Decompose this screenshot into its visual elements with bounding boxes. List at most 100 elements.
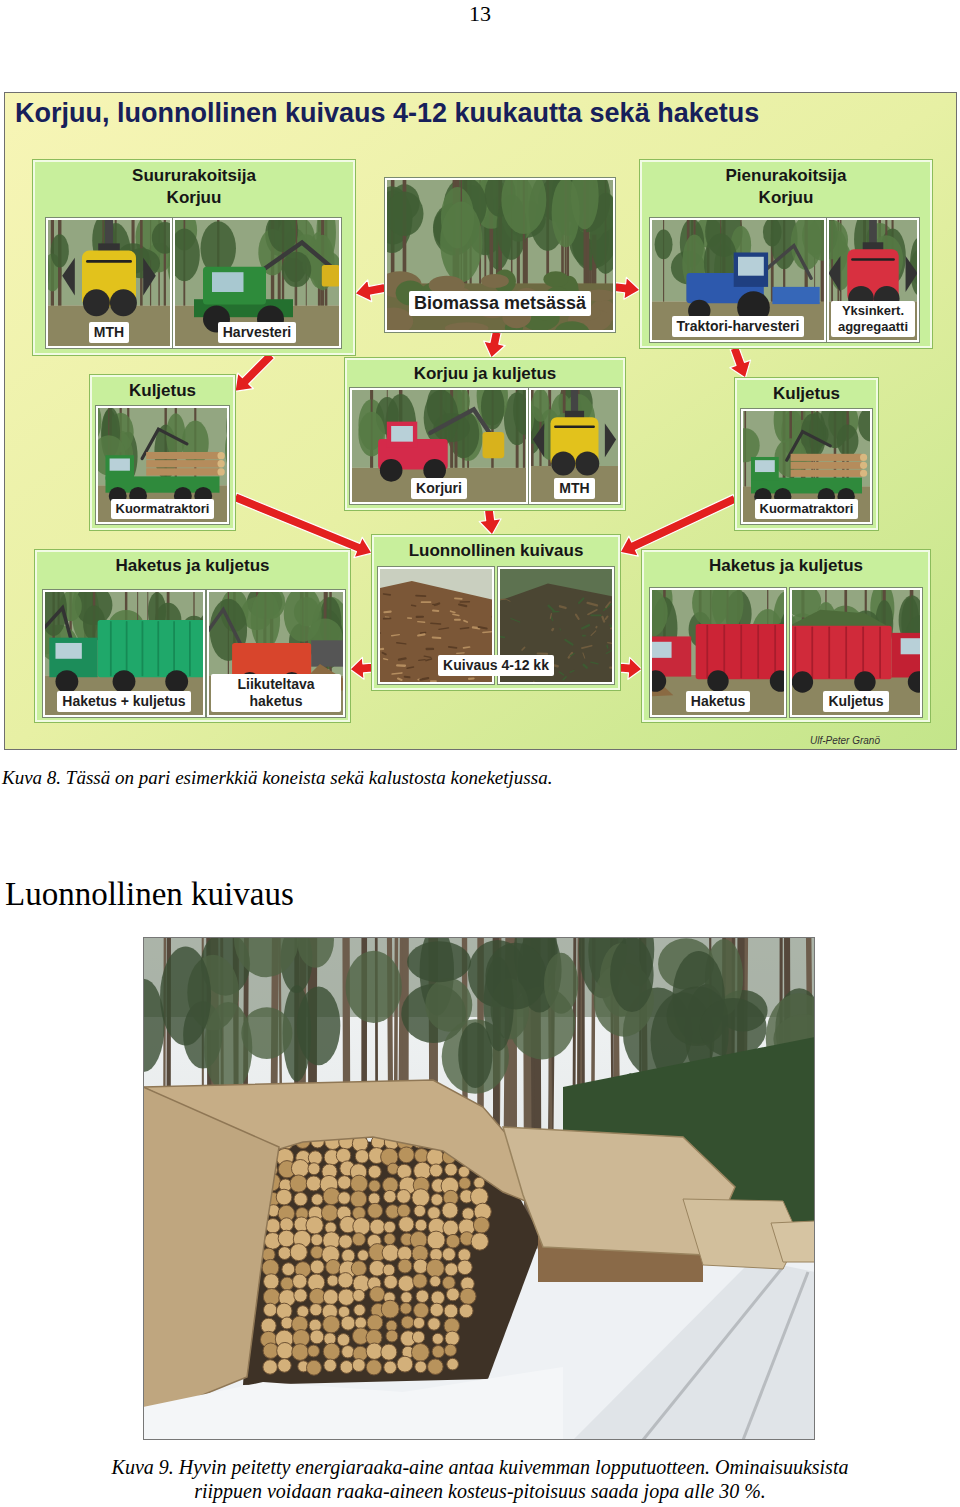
art-circle [324, 1359, 337, 1372]
label-holder: Harvesteri [177, 322, 337, 343]
art-ellipse [407, 941, 471, 982]
group-panel: Pienurakoitsija KorjuuTraktori-harvester… [640, 160, 932, 348]
panel-heading: Haketus ja kuljetus [709, 555, 863, 577]
art-ellipse [485, 943, 546, 1010]
art-path [591, 615, 601, 617]
art-circle [386, 1330, 398, 1342]
art-rect [791, 470, 862, 477]
art-path [459, 605, 466, 607]
art-circle [355, 1150, 369, 1164]
art-g [209, 592, 343, 715]
art-ellipse [481, 274, 509, 288]
panel-heading: Luonnollinen kuivaus [409, 540, 584, 562]
section-heading: Luonnollinen kuivaus [5, 874, 705, 914]
art-circle [384, 1233, 395, 1244]
art-rect [146, 452, 219, 459]
art-path [555, 426, 593, 428]
art-path [87, 260, 130, 263]
art-circle [397, 1246, 411, 1260]
photo-label: Harvesteri [218, 322, 297, 343]
art-circle [413, 1317, 424, 1328]
art-circle [384, 1275, 398, 1289]
art-g [45, 592, 203, 715]
art-path [522, 647, 525, 650]
art-path [511, 619, 520, 623]
art-circle [382, 1244, 399, 1261]
art-rect [792, 626, 892, 680]
art-rect [652, 636, 691, 676]
label-holder: Biomassa metsässä [389, 291, 611, 316]
art-path [384, 611, 390, 614]
art-path [507, 600, 511, 602]
art-circle [444, 1304, 458, 1318]
art-g [792, 590, 920, 715]
photo-label: Korjuri [411, 478, 467, 499]
art-rect [203, 267, 266, 305]
group-panel: Haketus ja kuljetusHaketus + kuljetusLii… [35, 550, 350, 722]
panel-heading: Korjuu ja kuljetus [414, 363, 557, 385]
art-path [579, 598, 584, 603]
art-path [418, 634, 424, 635]
art-circle [401, 1292, 412, 1303]
art-circle [55, 670, 78, 693]
art-circle [442, 1248, 455, 1261]
art-path [576, 615, 579, 619]
label-holder: Traktori-harvesteri [654, 316, 822, 337]
art-circle [278, 1230, 295, 1247]
art-circle [854, 671, 875, 692]
photo-box: Liikuteltava haketus [207, 590, 345, 717]
flow-arrow [620, 495, 737, 556]
art-path [570, 653, 574, 656]
art-path [743, 1272, 808, 1440]
art-path [792, 610, 890, 628]
art-circle [263, 1289, 280, 1306]
art-path [571, 390, 578, 414]
art-circle [290, 1244, 307, 1261]
art-rect [829, 220, 917, 340]
art-circle [707, 670, 728, 691]
art-circle [473, 1217, 489, 1233]
photo-box: Haketus + kuljetus [43, 590, 205, 717]
art-path [433, 610, 438, 612]
art-circle [353, 1289, 365, 1301]
art-circle [310, 1304, 322, 1316]
art-path [460, 601, 469, 603]
art-circle [860, 454, 867, 461]
art-path [533, 424, 544, 458]
art-path [869, 220, 877, 246]
art-path [794, 628, 796, 678]
label-holder: Korjuri [354, 478, 524, 499]
art-path [157, 622, 159, 676]
art-rect [755, 460, 775, 472]
art-circle [414, 1303, 429, 1318]
art-circle [384, 1190, 396, 1202]
art-path [398, 679, 402, 680]
panel-heading: Kuljetus [773, 383, 840, 405]
photo-label: Traktori-harvesteri [672, 316, 805, 337]
art-ellipse [282, 252, 312, 287]
art-ellipse [346, 951, 402, 1023]
art-circle [459, 1177, 471, 1189]
art-rect [175, 220, 339, 306]
art-path [469, 677, 474, 680]
art-path [392, 635, 400, 636]
page-number: 13 [380, 1, 580, 27]
photo-box: Harvesteri [173, 218, 341, 348]
art-rect [751, 457, 779, 481]
art-rect [232, 643, 311, 678]
flow-arrow [350, 657, 372, 679]
flow-arrow [730, 346, 751, 378]
art-g [743, 411, 870, 522]
art-path [455, 598, 462, 600]
art-path [548, 606, 553, 611]
art-circle [398, 1259, 412, 1273]
art-rect [322, 265, 339, 287]
flow-arrow [235, 352, 274, 392]
art-circle [290, 1175, 307, 1192]
art-circle [447, 1358, 459, 1370]
art-g [48, 220, 170, 346]
art-g [829, 220, 917, 340]
art-circle [339, 1235, 353, 1249]
label-holder: Haketus + kuljetus [47, 691, 201, 712]
photo-label: Biomassa metsässä [409, 291, 591, 316]
